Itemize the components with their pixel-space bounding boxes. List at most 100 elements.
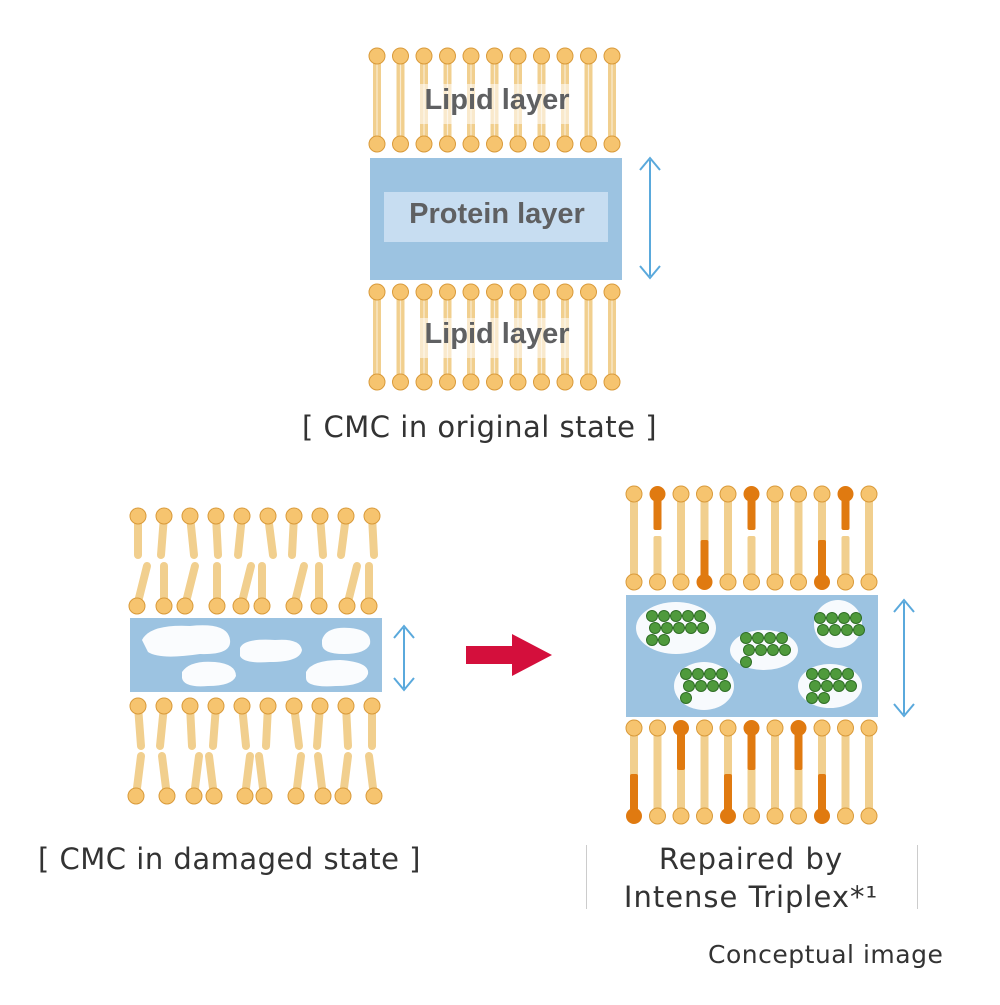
lipid-head	[255, 787, 273, 805]
damaged-lipid-layer-bottom	[127, 697, 383, 805]
lipid-head	[337, 697, 355, 715]
particle-cluster-bg	[814, 600, 862, 648]
lipid-head	[743, 807, 760, 825]
triplex-particle	[838, 612, 850, 624]
lipid-head	[127, 787, 145, 805]
lipid-head	[556, 47, 574, 65]
lipid-head	[314, 787, 332, 805]
lipid-head	[837, 573, 854, 591]
lipid-layer-bottom-label: Lipid layer	[424, 318, 570, 350]
lipid-head	[181, 697, 199, 715]
lipid-head	[155, 697, 173, 715]
lipid-head	[439, 373, 456, 391]
lipid-head	[533, 47, 550, 65]
lipid-head	[556, 373, 574, 391]
lipid-head	[580, 135, 597, 153]
repair-lipid-tail	[841, 494, 850, 530]
lipid-head	[338, 597, 356, 615]
repair-lipid-tail	[677, 728, 685, 770]
triplex-particle	[826, 612, 838, 624]
lipid-head	[813, 719, 831, 737]
lipid-tail	[865, 494, 873, 582]
triplex-particle	[658, 634, 670, 646]
lipid-head	[625, 573, 643, 591]
original-lipid-layer-bottom	[368, 283, 621, 391]
lipid-head	[285, 697, 303, 715]
repair-lipid-tail	[700, 540, 709, 582]
lipid-head	[155, 597, 173, 615]
lipid-head	[556, 135, 574, 153]
triplex-particle	[806, 692, 818, 704]
lipid-head	[766, 573, 784, 591]
triplex-particle	[692, 668, 704, 680]
triplex-particle	[661, 622, 673, 634]
lipid-head	[259, 507, 277, 525]
lipid-tail	[700, 728, 709, 816]
triplex-particle	[767, 644, 779, 656]
lipid-head	[766, 485, 784, 503]
lipid-head	[368, 47, 386, 65]
triplex-particle	[743, 644, 755, 656]
triplex-particle	[776, 632, 788, 644]
lipid-head	[672, 807, 690, 825]
lipid-head	[649, 573, 666, 591]
triplex-particle	[740, 632, 752, 644]
repaired-thickness-arrow	[893, 598, 915, 718]
lipid-tail	[653, 536, 662, 582]
lipid-head	[837, 719, 854, 737]
arrow-head-down	[639, 265, 661, 280]
original-lipid-layer-top	[368, 47, 621, 153]
lipid-head	[368, 135, 386, 153]
lipid-head	[415, 373, 433, 391]
lipid-head	[719, 485, 737, 503]
triplex-particle	[680, 692, 692, 704]
lipid-head	[649, 807, 666, 825]
triplex-particle	[833, 680, 845, 692]
damage-void	[306, 660, 369, 687]
lipid-tail	[841, 536, 850, 582]
damaged-voids	[142, 625, 371, 687]
lipid-head	[185, 787, 203, 805]
repair-lipid-tail	[747, 728, 756, 770]
arrow-head-down	[393, 677, 415, 692]
lipid-head	[603, 283, 621, 301]
triplex-particle	[841, 624, 853, 636]
triplex-particle	[818, 692, 830, 704]
lipid-head	[415, 283, 433, 301]
lipid-head	[509, 373, 527, 391]
lipid-head	[625, 719, 643, 737]
triplex-particle	[680, 668, 692, 680]
lipid-head	[649, 719, 666, 737]
lipid-head	[253, 597, 271, 615]
lipid-head	[439, 283, 456, 301]
lipid-head	[462, 283, 480, 301]
damaged-thickness-arrow	[393, 624, 415, 692]
damage-void	[142, 625, 231, 657]
lipid-head	[509, 135, 527, 153]
lipid-head	[368, 283, 386, 301]
caption-repaired-bracket	[586, 845, 918, 909]
repair-lipid-head	[649, 486, 666, 502]
lipid-head	[392, 373, 409, 391]
lipid-head	[743, 573, 760, 591]
lipid-head	[486, 135, 503, 153]
lipid-head	[860, 807, 878, 825]
arrow-head-up	[639, 156, 661, 171]
triplex-particle	[830, 668, 842, 680]
lipid-head	[310, 597, 328, 615]
triplex-particle	[658, 610, 670, 622]
repair-lipid-tail	[630, 774, 638, 816]
lipid-head	[462, 135, 480, 153]
lipid-head	[533, 135, 550, 153]
label-backdrop	[410, 318, 584, 358]
repair-lipid-tail	[747, 494, 756, 530]
repaired-lipid-layer-bottom	[625, 719, 878, 825]
lipid-head	[207, 507, 225, 525]
lipid-head	[486, 47, 503, 65]
lipid-head	[259, 697, 277, 715]
lipid-head	[603, 135, 621, 153]
repair-lipid-head	[790, 720, 807, 736]
lipid-head	[415, 135, 433, 153]
triplex-particle	[842, 668, 854, 680]
